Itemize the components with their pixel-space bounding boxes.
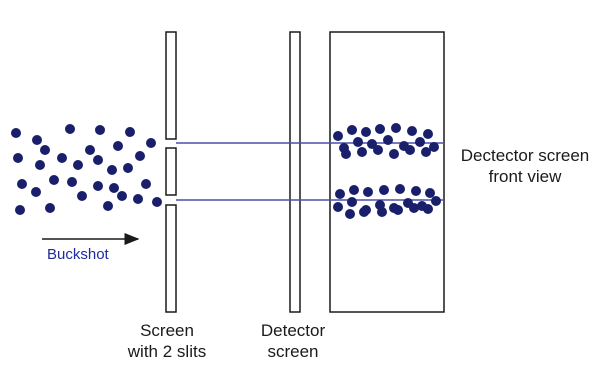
impact-dot [333, 202, 343, 212]
slit-screen-upper-bar [165, 31, 177, 140]
pellet [15, 205, 25, 215]
pellet [141, 179, 151, 189]
impact-dot [421, 147, 431, 157]
detector-screen-label-line-1: Detector [260, 321, 326, 340]
slit-screen-middle-bar [165, 147, 177, 196]
impact-dot [405, 145, 415, 155]
detector-front-view-box [329, 31, 445, 313]
impact-dot [393, 205, 403, 215]
front-view-label-line-2: front view [488, 167, 562, 186]
impact-dot [359, 207, 369, 217]
impact-dot [411, 186, 421, 196]
pellet [152, 197, 162, 207]
pellet [40, 145, 50, 155]
slit-screen [165, 31, 177, 313]
pellet [109, 183, 119, 193]
impact-dot [375, 124, 385, 134]
impact-dot [407, 126, 417, 136]
impact-dot [429, 142, 439, 152]
impact-dot [423, 204, 433, 214]
impact-dot [423, 129, 433, 139]
slit-screen-label-line-2: with 2 slits [127, 342, 207, 361]
impact-dot [353, 137, 363, 147]
impact-dot [425, 188, 435, 198]
pellet [135, 151, 145, 161]
pellet [57, 153, 67, 163]
pellet [17, 179, 27, 189]
impact-dot [363, 187, 373, 197]
pellet [93, 181, 103, 191]
impact-dot [373, 145, 383, 155]
pellet [73, 160, 83, 170]
impact-dot [389, 149, 399, 159]
pellet [11, 128, 21, 138]
buckshot-pellets [11, 124, 162, 215]
pellet [133, 194, 143, 204]
pellet [77, 191, 87, 201]
impact-dot [335, 189, 345, 199]
impact-dot [391, 123, 401, 133]
pellet [93, 155, 103, 165]
impact-dot [345, 209, 355, 219]
pellet [31, 187, 41, 197]
slit-screen-lower-bar [165, 204, 177, 313]
impact-dot [341, 149, 351, 159]
impact-dot [383, 135, 393, 145]
impact-dot [409, 203, 419, 213]
impact-dot [395, 184, 405, 194]
front-view-label: Dectector screen front view [440, 145, 609, 187]
pellet [125, 127, 135, 137]
lower-impact-band [333, 184, 441, 219]
impact-dot [431, 196, 441, 206]
pellet [103, 201, 113, 211]
impact-dot [347, 197, 357, 207]
pellet [35, 160, 45, 170]
upper-impact-band [333, 123, 439, 159]
pellet [117, 191, 127, 201]
pellet [45, 203, 55, 213]
impact-dot [361, 127, 371, 137]
detector-screen-label-line-2: screen [267, 342, 319, 361]
pellet [32, 135, 42, 145]
pellet [107, 165, 117, 175]
impact-dot [379, 185, 389, 195]
pellet [49, 175, 59, 185]
slit-screen-label: Screen with 2 slits [112, 320, 222, 362]
pellet [146, 138, 156, 148]
buckshot-label: Buckshot [47, 246, 109, 263]
impact-dot [415, 137, 425, 147]
pellet [13, 153, 23, 163]
impact-dot [357, 147, 367, 157]
detector-screen [289, 31, 301, 313]
impact-dot [377, 207, 387, 217]
impact-dot [347, 125, 357, 135]
pellet [65, 124, 75, 134]
slit-screen-label-line-1: Screen [140, 321, 194, 340]
pellet [123, 163, 133, 173]
impact-dot [333, 131, 343, 141]
impact-dot [349, 185, 359, 195]
pellet [67, 177, 77, 187]
pellet [95, 125, 105, 135]
detector-screen-label: Detector screen [238, 320, 348, 362]
pellet [113, 141, 123, 151]
pellet [85, 145, 95, 155]
front-view-label-line-1: Dectector screen [460, 146, 590, 165]
